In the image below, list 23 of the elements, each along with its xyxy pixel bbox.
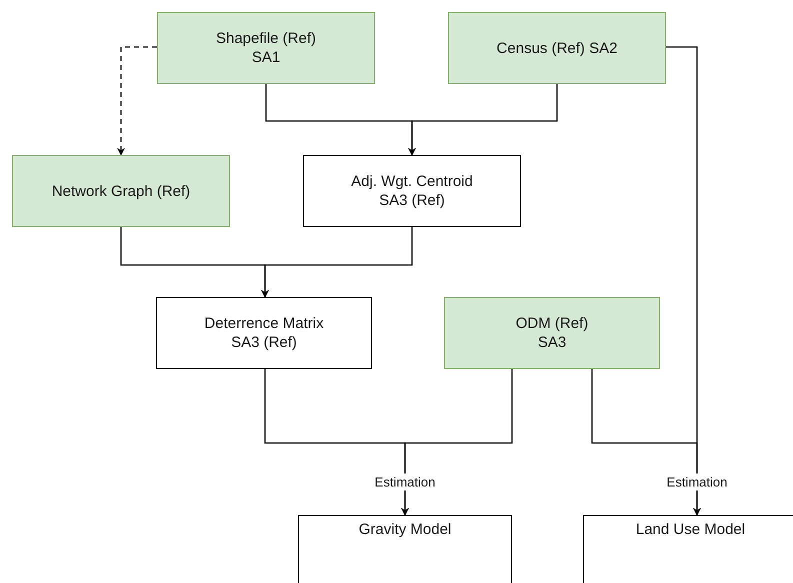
process-box (448, 12, 666, 84)
node-text: Land Use Model (636, 520, 746, 539)
process-box (583, 515, 793, 583)
edge-label: Estimation (372, 474, 438, 490)
process-box (156, 297, 372, 369)
process-box (298, 515, 512, 583)
node-text: ODM (Ref) SA3 (514, 314, 590, 352)
arrow (261, 227, 413, 298)
dashed-arrow (117, 46, 157, 156)
process-box (303, 155, 521, 227)
node-text: Network Graph (Ref) (52, 182, 190, 200)
node-text: Adj. Wgt. Centroid SA3 (Ref) (350, 172, 474, 210)
node-text: Gravity Model (358, 520, 452, 539)
arrow (666, 46, 701, 516)
node-text: Deterrence Matrix SA3 (Ref) (203, 314, 325, 352)
arrow (401, 369, 513, 516)
node-text: Shapefile (Ref) SA1 (214, 29, 318, 67)
arrow (408, 84, 558, 156)
edge-label: Estimation (664, 474, 730, 490)
node-text: Census (Ref) SA2 (496, 38, 618, 58)
process-box (157, 12, 375, 84)
process-box (12, 155, 230, 227)
process-box (444, 297, 660, 369)
